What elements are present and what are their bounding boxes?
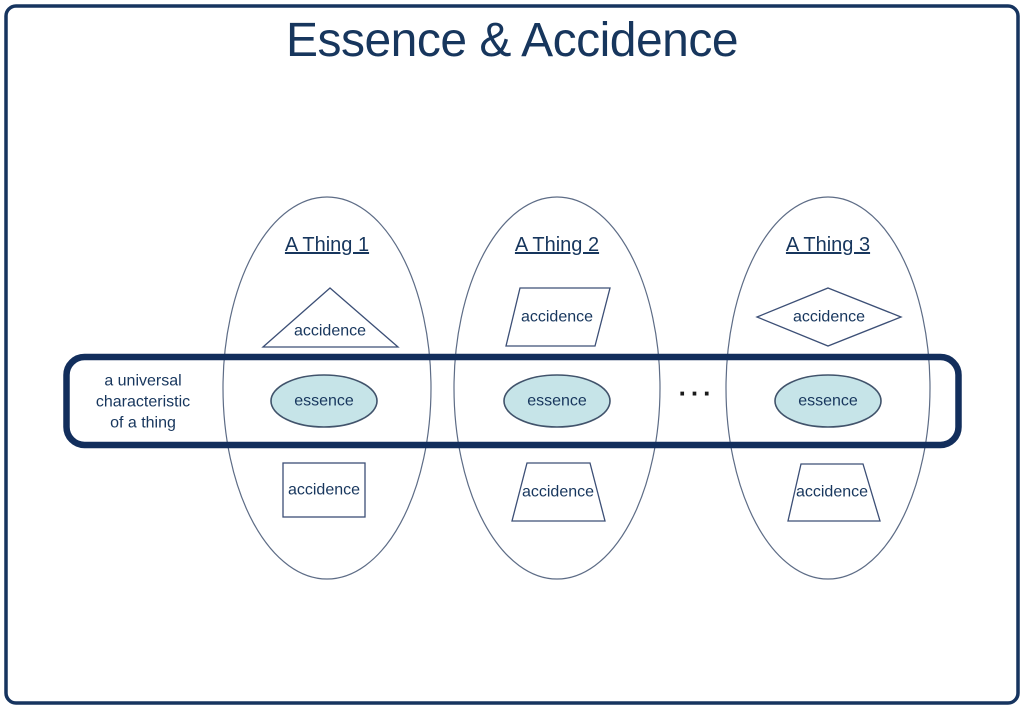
thing2-trapezoid-shape bbox=[511, 462, 606, 522]
thing2-name: A Thing 2 bbox=[514, 234, 600, 256]
thing3-bottom-accidence-label: accidence bbox=[795, 483, 869, 501]
thing3-name: A Thing 3 bbox=[785, 234, 871, 256]
thing3-essence-ellipse bbox=[774, 374, 882, 428]
thing1-name: A Thing 1 bbox=[284, 234, 370, 256]
thing3-trapezoid-shape bbox=[787, 463, 881, 522]
universal-band-caption: a universal characteristic of a thing bbox=[95, 372, 191, 432]
thing1-top-accidence-label: accidence bbox=[293, 322, 367, 340]
thing2-essence-label: essence bbox=[527, 392, 587, 410]
slide-border bbox=[4, 4, 1020, 705]
thing1-rectangle-shape bbox=[282, 462, 366, 518]
thing2-parallelogram-shape bbox=[505, 287, 611, 347]
thing3-top-accidence-label: accidence bbox=[792, 308, 866, 326]
thing1-essence-ellipse bbox=[270, 374, 378, 428]
thing2-essence-ellipse bbox=[503, 374, 611, 428]
ellipsis-separator: ... bbox=[678, 371, 716, 402]
thing2-ellipse bbox=[453, 196, 661, 580]
thing3-ellipse bbox=[725, 196, 931, 580]
thing1-essence-label: essence bbox=[294, 392, 354, 410]
thing3-essence-label: essence bbox=[798, 392, 858, 410]
thing1-ellipse bbox=[222, 196, 432, 580]
universal-band bbox=[63, 353, 962, 449]
page-title: Essence & Accidence bbox=[285, 14, 739, 68]
thing2-bottom-accidence-label: accidence bbox=[521, 483, 595, 501]
thing1-triangle-shape bbox=[261, 287, 400, 348]
thing1-bottom-accidence-label: accidence bbox=[287, 481, 361, 499]
thing3-diamond-shape bbox=[755, 287, 903, 347]
thing2-top-accidence-label: accidence bbox=[520, 308, 594, 326]
